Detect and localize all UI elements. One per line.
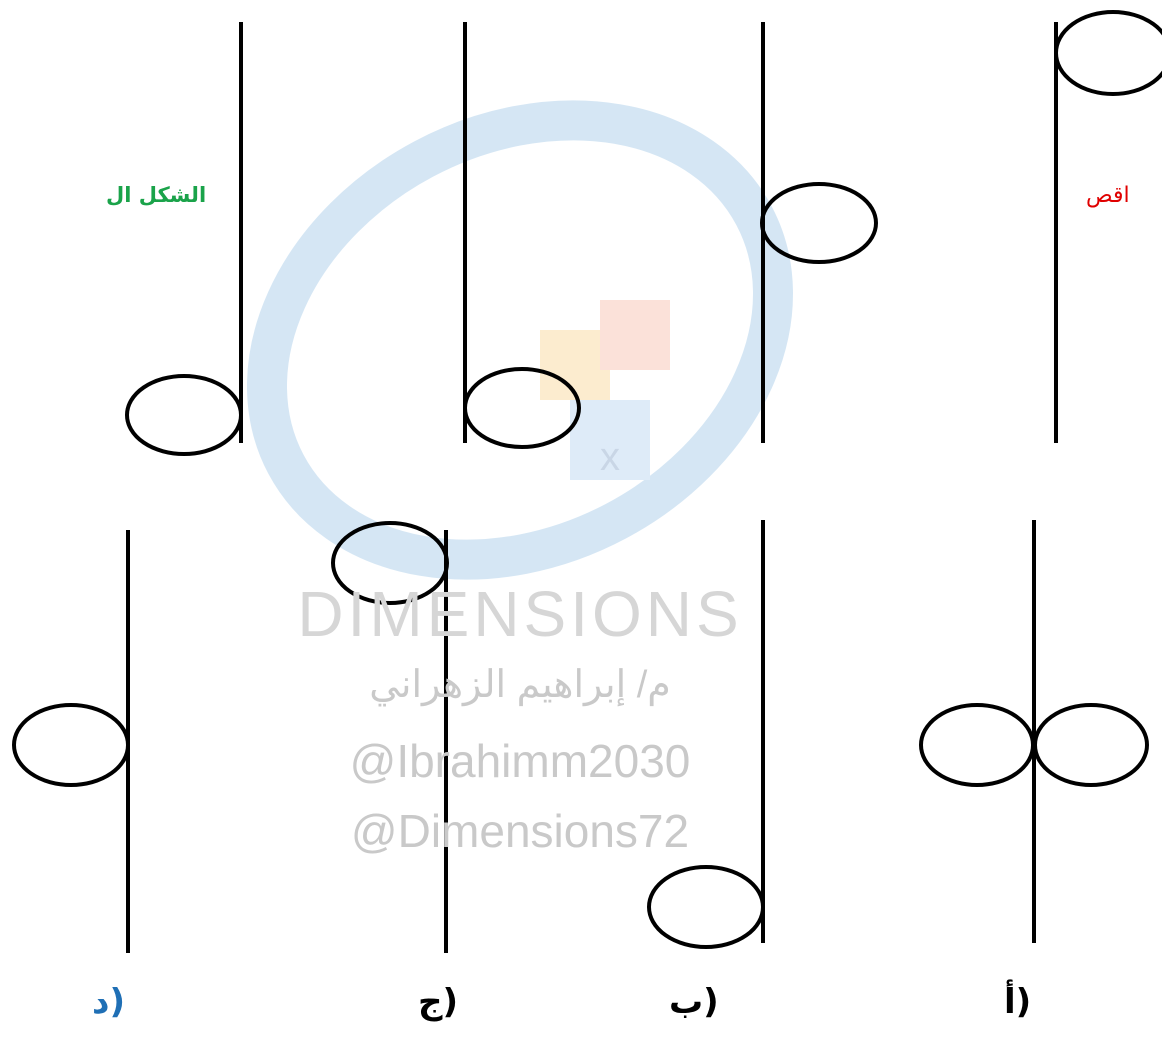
option-shape-a — [919, 520, 1149, 943]
option-shape-b — [647, 520, 765, 949]
option-label-a[interactable]: أ) — [1004, 982, 1032, 1022]
top-row-shape-3 — [760, 22, 878, 443]
option-label-d[interactable]: د) — [92, 982, 125, 1022]
note-head-left — [919, 703, 1035, 787]
note-head — [1054, 10, 1162, 96]
watermark-brand: DIMENSIONS — [297, 578, 743, 650]
svg-text:x: x — [600, 435, 620, 479]
top-row-shape-1 — [125, 22, 243, 456]
note-head — [331, 521, 449, 605]
note-head — [12, 703, 130, 787]
watermark-handle-1: @Ibrahimm2030 — [349, 735, 691, 787]
option-label-c[interactable]: ج) — [418, 982, 459, 1022]
watermark-handle-2: @Dimensions72 — [350, 805, 690, 857]
right-side-label: اقص — [1086, 183, 1130, 208]
left-side-label: الشكل ال — [106, 183, 207, 207]
note-head — [760, 182, 878, 264]
note-head — [463, 367, 581, 449]
note-head — [647, 865, 765, 949]
top-row-shape-2 — [463, 22, 581, 449]
option-shape-d — [12, 530, 130, 953]
option-label-b[interactable]: ب) — [669, 982, 719, 1022]
top-row-shape-4 — [1054, 10, 1162, 443]
note-head — [125, 374, 243, 456]
option-shape-c — [331, 521, 449, 953]
note-head-right — [1033, 703, 1149, 787]
watermark-logo: x — [246, 100, 794, 580]
watermark-author: م/ إبراهيم الزهراني — [369, 664, 671, 706]
